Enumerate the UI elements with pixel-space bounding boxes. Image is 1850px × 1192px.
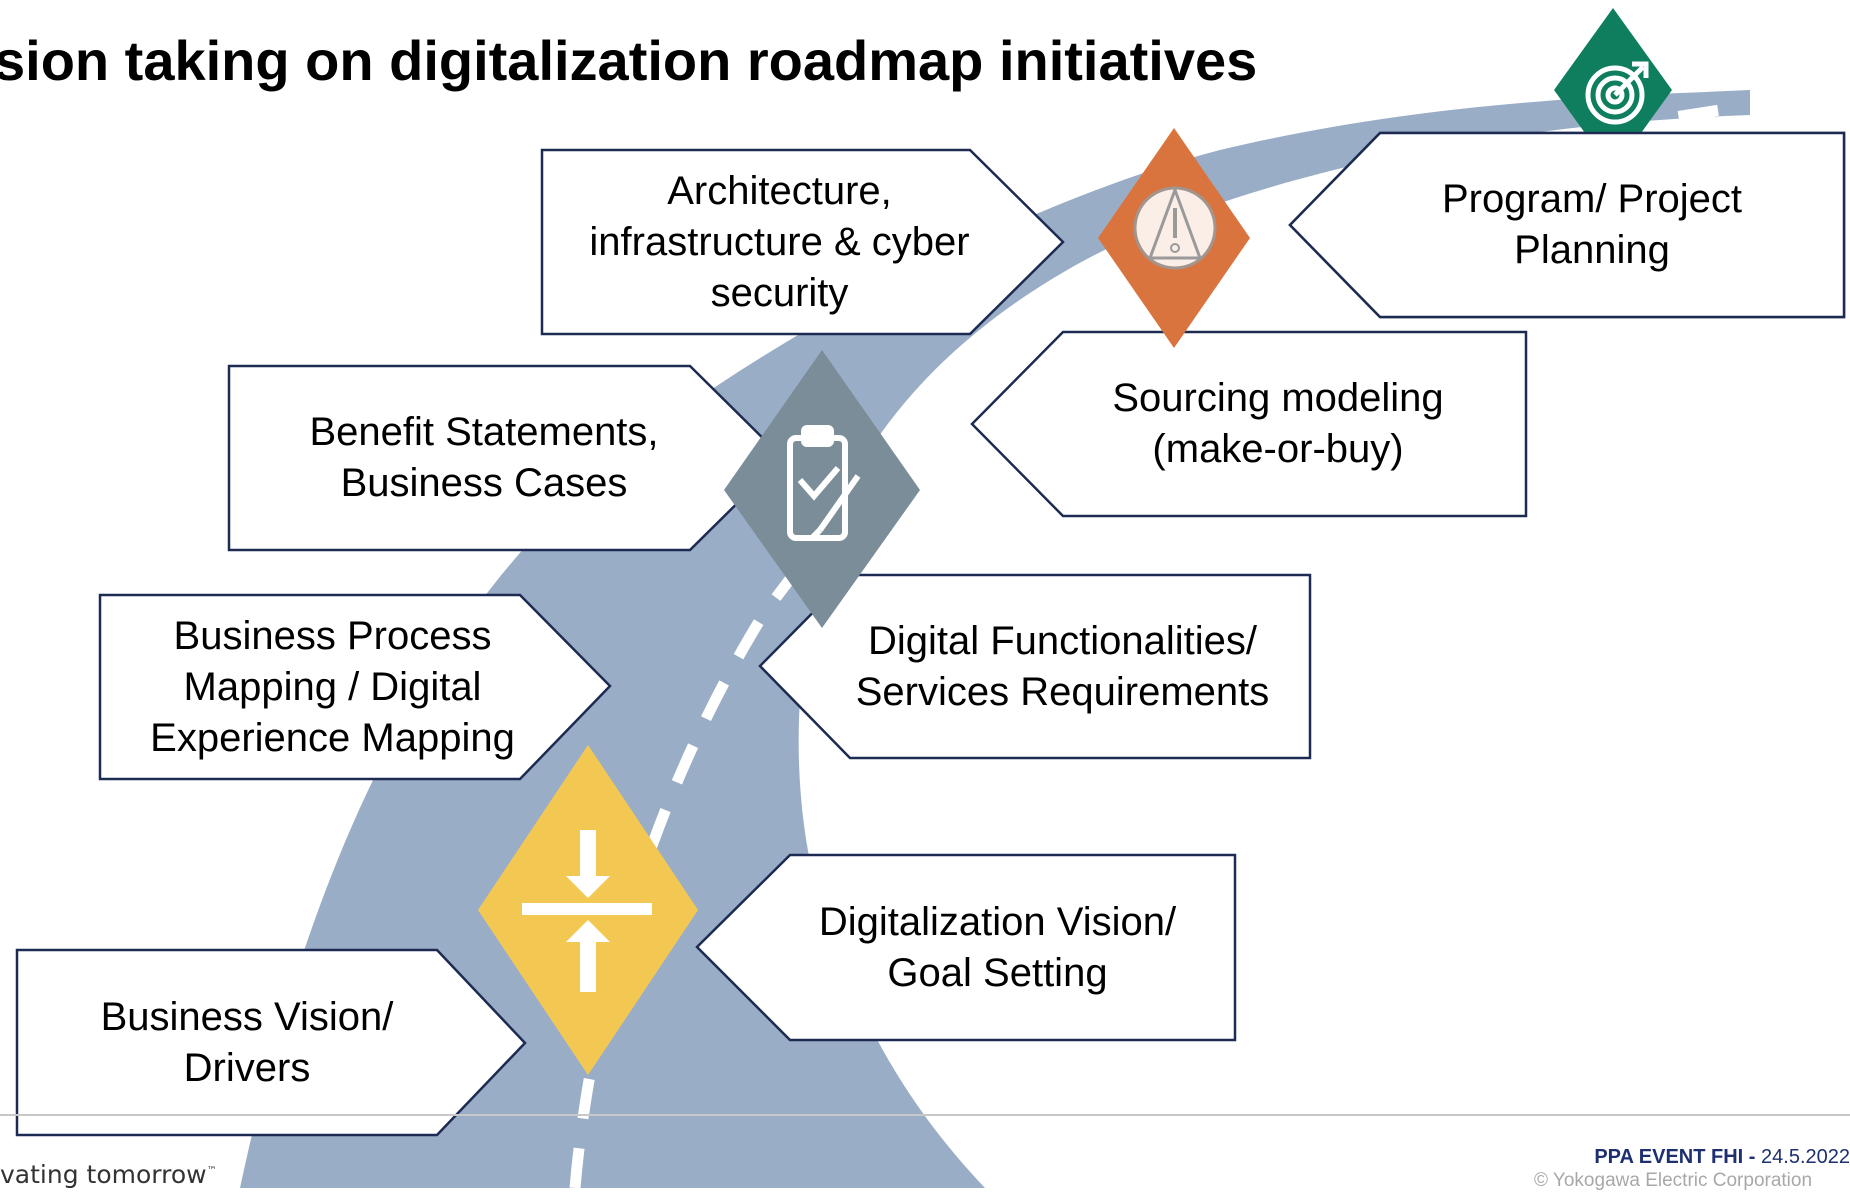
- slide-title: sion taking on digitalization roadmap in…: [0, 29, 1258, 92]
- step-program-planning-front: [1288, 131, 1846, 319]
- clipboard-sign: [724, 350, 920, 628]
- label-business-process: Business Process Mapping / Digital Exper…: [150, 613, 515, 760]
- step-digital-functionalities: [758, 573, 1312, 760]
- step-architecture: [540, 148, 1065, 336]
- warning-icon: [1133, 185, 1217, 270]
- step-digitalization-vision: [695, 853, 1237, 1042]
- footer-tagline: vating tomorrow™: [0, 1160, 217, 1189]
- warning-sign: [1098, 128, 1250, 348]
- label-digital-functionalities: Digital Functionalities/ Services Requir…: [855, 618, 1270, 714]
- label-sourcing-modeling: Sourcing modeling (make-or-buy): [1112, 376, 1444, 471]
- label-digitalization-vision: Digitalization Vision/ Goal Setting: [818, 899, 1177, 995]
- target-icon: [1585, 61, 1649, 125]
- step-sourcing-modeling: [970, 330, 1528, 518]
- merge-sign: [478, 745, 698, 1075]
- label-benefit-statements: Benefit Statements, Business Cases: [309, 410, 659, 505]
- footer-event: PPA EVENT FHI - 24.5.2022: [1594, 1146, 1850, 1169]
- tagline-trademark: ™: [206, 1165, 217, 1177]
- label-architecture: Architecture, infrastructure & cyber sec…: [589, 168, 970, 315]
- event-separator: -: [1743, 1146, 1762, 1168]
- label-business-vision: Business Vision/ Drivers: [100, 994, 394, 1090]
- event-date: 24.5.2022: [1761, 1146, 1850, 1168]
- tagline-text: vating tomorrow: [0, 1160, 207, 1189]
- clipboard-check-icon: [787, 425, 861, 541]
- arrows-converge-icon: [522, 830, 652, 992]
- footer-copyright: © Yokogawa Electric Corporation: [1534, 1170, 1813, 1191]
- step-business-process: [98, 593, 612, 781]
- footer-divider: [0, 1114, 1850, 1116]
- label-program-planning: Program/ Project Planning: [1441, 177, 1743, 272]
- goal-sign: [1554, 8, 1672, 172]
- event-name: PPA EVENT FHI: [1594, 1146, 1744, 1168]
- step-business-vision: [15, 948, 527, 1137]
